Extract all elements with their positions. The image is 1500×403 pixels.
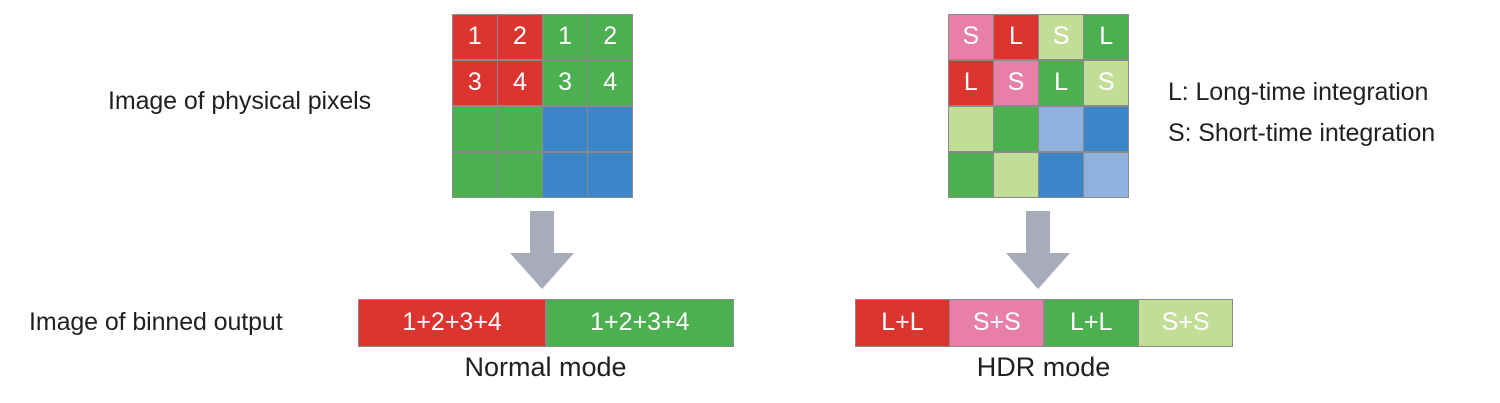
pixel-cell: 4 [498,60,542,106]
pixel-cell [1039,106,1083,152]
pixel-cell [949,106,993,152]
pixel-cell [498,106,542,152]
arrow-down-icon [1006,211,1070,289]
bar-segment: 1+2+3+4 [359,300,546,346]
pixel-cell: 1 [453,15,497,60]
pixel-cell: L [949,60,993,106]
pixel-cell: 4 [588,60,632,106]
pixel-cell [1084,106,1128,152]
arrow-down-icon [510,211,574,289]
pixel-cell [949,152,993,197]
pixel-cell: L [994,15,1038,60]
pixel-cell [1039,152,1083,197]
pixel-cell [543,106,587,152]
legend-short-time-integration: S: Short-time integration [1168,119,1436,147]
bar-segment: L+L [856,300,949,346]
pixel-cell [588,106,632,152]
pixel-cell: 1 [543,15,587,60]
pixel-cell: L [1084,15,1128,60]
pixel-cell: S [994,60,1038,106]
label-image-of-physical-pixels: Image of physical pixels [108,87,372,115]
legend-long-time-integration: L: Long-time integration [1168,78,1429,106]
pixel-cell: L [1039,60,1083,106]
pixel-cell: 3 [543,60,587,106]
bar-segment: S+S [950,300,1044,346]
pixel-cell [994,106,1038,152]
pixel-cell [994,152,1038,197]
bar-segment: 1+2+3+4 [546,300,733,346]
label-image-of-binned-output: Image of binned output [29,308,283,336]
pixel-cell [453,106,497,152]
pixel-cell [453,152,497,197]
pixel-cell [543,152,587,197]
caption-normal-mode: Normal mode [464,352,627,382]
bar-segment: L+L [1044,300,1138,346]
pixel-cell: 2 [498,15,542,60]
pixel-cell: S [949,15,993,60]
pixel-cell: 3 [453,60,497,106]
caption-hdr-mode: HDR mode [976,352,1111,382]
bar-segment: S+S [1139,300,1232,346]
pixel-cell: 2 [588,15,632,60]
pixel-cell [498,152,542,197]
pixel-cell: S [1084,60,1128,106]
pixel-cell [1084,152,1128,197]
pixel-cell [588,152,632,197]
pixel-cell: S [1039,15,1083,60]
